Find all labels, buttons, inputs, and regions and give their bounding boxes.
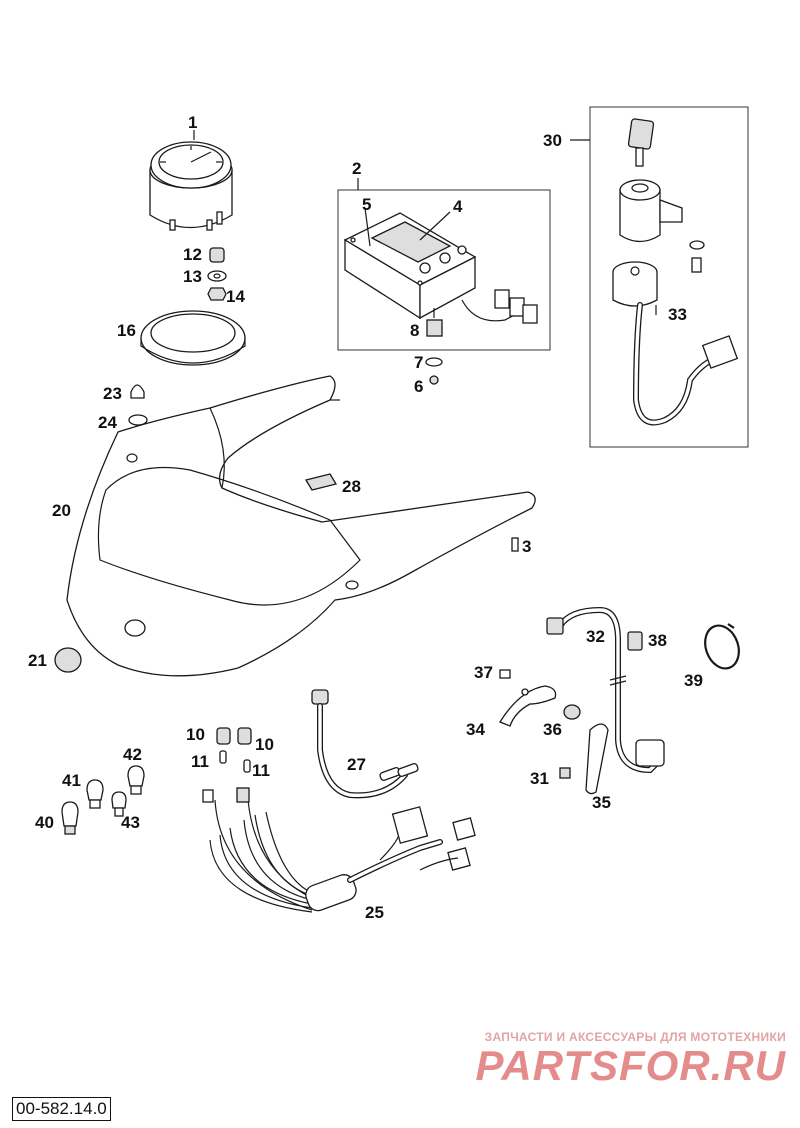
watermark-logo: PARTSFOR.RU xyxy=(475,1042,786,1089)
callout-27: 27 xyxy=(347,755,366,774)
callout-36: 36 xyxy=(543,720,562,739)
callout-42: 42 xyxy=(123,745,142,764)
callout-43: 43 xyxy=(121,813,140,832)
callout-2: 2 xyxy=(352,159,361,178)
callout-23: 23 xyxy=(103,384,122,403)
gauge-rubber-ring xyxy=(140,310,246,366)
callout-38: 38 xyxy=(648,631,667,650)
callout-13: 13 xyxy=(183,267,202,286)
screw-31 xyxy=(559,767,571,779)
callout-35: 35 xyxy=(592,793,611,812)
callout-30: 30 xyxy=(543,131,562,150)
callout-1: 1 xyxy=(188,113,197,132)
cable-27 xyxy=(311,689,419,799)
display-unit xyxy=(343,212,538,324)
speed-sensor-cable xyxy=(546,606,665,774)
callout-39: 39 xyxy=(684,671,703,690)
spacer-36 xyxy=(563,704,581,720)
callout-3: 3 xyxy=(522,537,531,556)
clip-28 xyxy=(304,473,338,491)
bracket-35 xyxy=(585,723,609,795)
callout-33: 33 xyxy=(668,305,687,324)
hose-clamp-39 xyxy=(704,623,740,670)
bulb-11b xyxy=(243,759,251,773)
callout-34: 34 xyxy=(466,720,485,739)
rubber-plug xyxy=(54,647,82,673)
callout-4: 4 xyxy=(453,197,463,216)
leader-lines xyxy=(193,130,590,247)
callout-6: 6 xyxy=(414,377,423,396)
drawing-number: 00-582.14.0 xyxy=(12,1097,111,1121)
washer-24 xyxy=(128,414,148,426)
callout-14: 14 xyxy=(226,287,245,306)
callout-37: 37 xyxy=(474,663,493,682)
sensor-holder-38 xyxy=(627,631,643,651)
cap-nut xyxy=(130,384,145,399)
callout-7: 7 xyxy=(414,353,423,372)
callout-5: 5 xyxy=(362,195,371,214)
callout-10b: 10 xyxy=(255,735,274,754)
indicator-lamps xyxy=(61,765,145,835)
instrument-gauge xyxy=(149,141,233,231)
screw-3 xyxy=(511,537,519,552)
callout-40: 40 xyxy=(35,813,54,832)
bulb-socket-10a xyxy=(216,727,231,745)
display-spacer-8 xyxy=(426,308,443,337)
bracket-34 xyxy=(499,685,557,727)
callout-24: 24 xyxy=(98,413,117,432)
callout-labels: 1 2 5 4 8 7 6 30 33 12 13 14 16 23 24 28… xyxy=(28,113,703,922)
callout-10a: 10 xyxy=(186,725,205,744)
callout-28: 28 xyxy=(342,477,361,496)
watermark: ЗАПЧАСТИ И АКСЕССУАРЫ ДЛЯ МОТОТЕХНИКИ PA… xyxy=(476,1030,786,1088)
callout-32: 32 xyxy=(586,627,605,646)
bulb-11a xyxy=(219,750,227,764)
screw-37 xyxy=(499,669,511,679)
display-washer-nut xyxy=(425,357,443,385)
callout-16: 16 xyxy=(117,321,136,340)
display-unit-frame xyxy=(337,189,551,351)
callout-31: 31 xyxy=(530,769,549,788)
callout-12: 12 xyxy=(183,245,202,264)
callout-25: 25 xyxy=(365,903,384,922)
callout-20: 20 xyxy=(52,501,71,520)
ignition-lock xyxy=(612,118,739,426)
headlamp-mask xyxy=(66,375,536,677)
callout-41: 41 xyxy=(62,771,81,790)
ignition-lock-frame xyxy=(589,106,749,448)
callout-8: 8 xyxy=(410,321,419,340)
callout-11b: 11 xyxy=(252,761,270,780)
gauge-mount-hardware xyxy=(207,247,227,301)
bulb-socket-10b xyxy=(237,727,252,745)
wiring-harness xyxy=(202,787,476,913)
callout-21: 21 xyxy=(28,651,47,670)
callout-11a: 11 xyxy=(191,752,209,771)
watermark-tagline: ЗАПЧАСТИ И АКСЕССУАРЫ ДЛЯ МОТОТЕХНИКИ xyxy=(484,1030,786,1044)
